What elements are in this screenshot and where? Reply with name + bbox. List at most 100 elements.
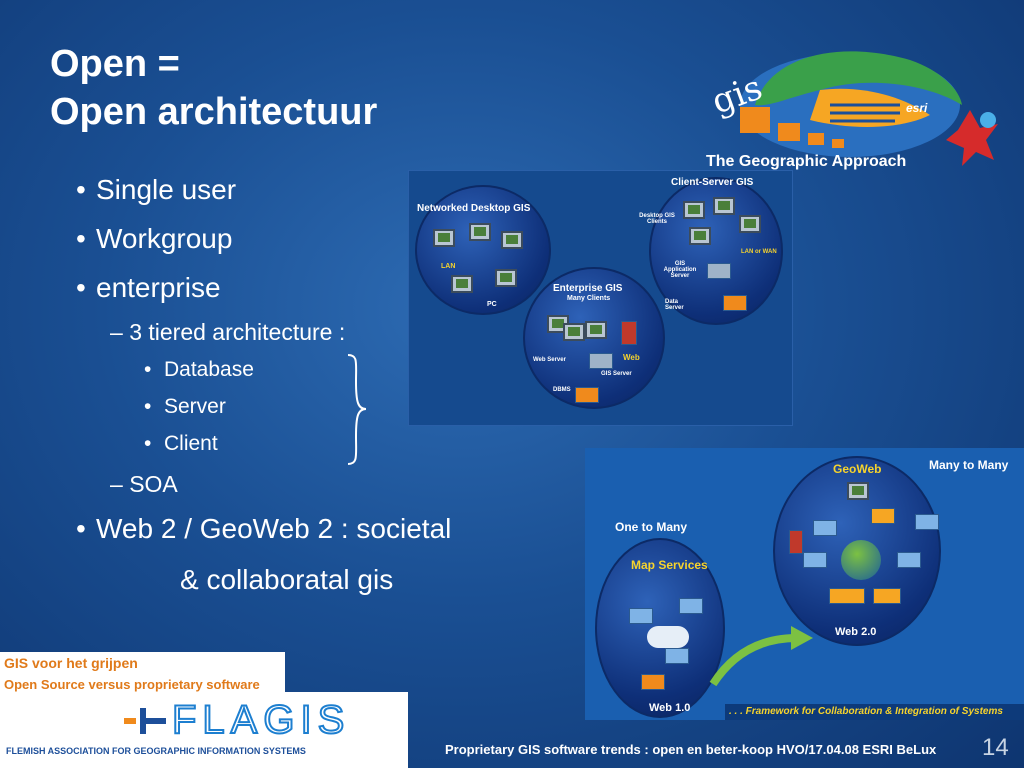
- computer-icon: [803, 552, 827, 568]
- page-number: 14: [982, 734, 1009, 761]
- flagis-line1: GIS voor het grijpen: [4, 655, 138, 671]
- web10-label: Web 1.0: [649, 702, 691, 714]
- flagis-line2: Open Source versus proprietary software: [4, 677, 260, 692]
- dbms-label: DBMS: [553, 387, 571, 393]
- map-services-label: Map Services: [631, 558, 708, 572]
- desktop-clients-label: Desktop GIS Clients: [639, 213, 675, 225]
- sub-sub-bullet-client: • Client: [144, 431, 218, 457]
- desktop-monitor-icon: [451, 275, 473, 293]
- computer-icon: [813, 520, 837, 536]
- bullet-text: Database: [164, 358, 254, 381]
- esri-gis-logo: gis esri The Geographic Approach: [700, 35, 1000, 195]
- flagis-title-panel: GIS voor het grijpen Open Source versus …: [0, 652, 285, 696]
- bullet-dot: •: [144, 358, 152, 381]
- web20-label: Web 2.0: [835, 626, 877, 638]
- logo-esri-text: esri: [906, 101, 928, 115]
- bullet-enterprise: • enterprise: [76, 271, 221, 305]
- web-server-label: Web Server: [533, 357, 566, 363]
- bullet-text: Single user: [96, 174, 237, 205]
- bullet-dot: •: [76, 223, 86, 254]
- many-to-many-label: Many to Many: [929, 458, 1009, 472]
- lan-label: LAN: [441, 263, 456, 270]
- desktop-monitor-icon: [683, 201, 705, 219]
- network-icon: [873, 588, 901, 604]
- desktop-monitor-icon: [563, 323, 585, 341]
- gis-server-label: GIS Server: [601, 371, 632, 377]
- flagis-association: FLEMISH ASSOCIATION FOR GEOGRAPHIC INFOR…: [6, 746, 306, 756]
- bullet-web2: • Web 2 / GeoWeb 2 : societal: [76, 512, 451, 546]
- dash-marker: –: [110, 471, 123, 497]
- framework-bar: [725, 704, 1024, 720]
- geoweb-label: GeoWeb: [833, 462, 882, 476]
- data-server-label: Data Server: [665, 299, 684, 311]
- client-server-label: Client-Server GIS: [671, 177, 754, 188]
- bullet-dot: •: [144, 395, 152, 418]
- desktop-monitor-icon: [847, 482, 869, 500]
- network-icon: [829, 588, 865, 604]
- one-to-many-label: One to Many: [615, 520, 688, 534]
- footer-text: Proprietary GIS software trends : open e…: [445, 742, 937, 757]
- desktop-monitor-icon: [501, 231, 523, 249]
- lan-wan-label: LAN or WAN: [741, 249, 777, 255]
- bullet-dot: •: [76, 272, 86, 303]
- globe-logo-icon: [740, 51, 998, 166]
- computer-icon: [679, 598, 703, 614]
- bullet-text: Client: [164, 432, 218, 455]
- server-icon: [707, 263, 731, 279]
- desktop-monitor-icon: [713, 197, 735, 215]
- web-label: Web: [623, 353, 640, 362]
- bullet-dot: •: [144, 432, 152, 455]
- computer-icon: [897, 552, 921, 568]
- bullet-text: enterprise: [96, 272, 221, 303]
- bullet-dot: •: [76, 174, 86, 205]
- map-layers-icon: [871, 508, 895, 524]
- desktop-monitor-icon: [469, 223, 491, 241]
- bullet-text: 3 tiered architecture :: [129, 319, 346, 345]
- pc-label: PC: [487, 301, 497, 308]
- database-icon: [641, 674, 665, 690]
- bullet-workgroup: • Workgroup: [76, 222, 232, 256]
- sub-sub-bullet-server: • Server: [144, 394, 226, 420]
- bullet-single-user: • Single user: [76, 173, 236, 207]
- arrow-icon: [709, 626, 813, 687]
- database-icon: [723, 295, 747, 311]
- bullet-text: SOA: [129, 471, 178, 497]
- phone-icon: [621, 321, 637, 345]
- phone-icon: [789, 530, 803, 554]
- desktop-monitor-icon: [495, 269, 517, 287]
- networked-desktop-circle: [415, 185, 551, 315]
- bullet-text: Server: [164, 395, 226, 418]
- computer-icon: [915, 514, 939, 530]
- sub-bullet-soa: – SOA: [110, 470, 178, 498]
- cloud-icon: [647, 626, 689, 648]
- bullet-text: Workgroup: [96, 223, 233, 254]
- bullet-dot: •: [76, 513, 86, 544]
- desktop-monitor-icon: [585, 321, 607, 339]
- desktop-monitor-icon: [689, 227, 711, 245]
- enterprise-label: Enterprise GIS: [553, 283, 623, 294]
- networked-desktop-label: Networked Desktop GIS: [417, 203, 531, 214]
- gis-architecture-diagram: Networked Desktop GIS LAN PC Client-Serv…: [408, 170, 793, 426]
- framework-label: . . . Framework for Collaboration & Inte…: [729, 706, 1003, 717]
- logo-tagline: The Geographic Approach: [706, 153, 907, 170]
- geoweb-diagram: One to Many Map Services Web 1.0 GeoWeb …: [585, 448, 1024, 720]
- computer-icon: [629, 608, 653, 624]
- desktop-monitor-icon: [433, 229, 455, 247]
- curly-brace-icon: [347, 354, 367, 465]
- globe-icon: [841, 540, 881, 580]
- flagis-arrow-icon: [124, 708, 166, 734]
- database-icon: [575, 387, 599, 403]
- computer-icon: [665, 648, 689, 664]
- title-line-2: Open architectuur: [50, 91, 378, 133]
- flagis-logo-text: FLAGIS: [171, 697, 351, 743]
- bullet-web2-continuation: & collaboratal gis: [180, 564, 394, 595]
- gis-app-server-label: GIS Application Server: [663, 261, 697, 279]
- bullet-text: Web 2 / GeoWeb 2 : societal: [96, 513, 452, 544]
- title-line-1: Open =: [50, 43, 180, 85]
- slide-title: Open = Open architectuur: [50, 40, 377, 136]
- dash-marker: –: [110, 319, 123, 345]
- flagis-logo: FLAGIS FLEMISH ASSOCIATION FOR GEOGRAPHI…: [0, 692, 408, 768]
- many-clients-label: Many Clients: [567, 295, 611, 302]
- desktop-monitor-icon: [739, 215, 761, 233]
- sub-bullet-tiered: – 3 tiered architecture :: [110, 318, 345, 346]
